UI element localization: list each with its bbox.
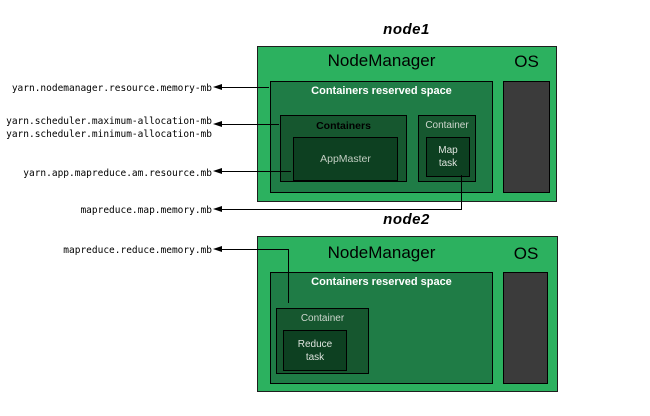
arrow-left-icon — [213, 168, 222, 174]
cfg-label-map-memory: mapreduce.map.memory.mb — [80, 205, 212, 216]
node1-map-task-box: Map task — [426, 137, 470, 177]
node1-reserved-space-label: Containers reserved space — [311, 85, 452, 97]
appmaster-label: AppMaster — [320, 152, 371, 165]
node1-containers-label: Containers — [316, 120, 371, 132]
arrow-left-icon — [213, 84, 222, 90]
arrow-left-icon — [213, 121, 222, 127]
cfg-label-scheduler-minimum: yarn.scheduler.minimum-allocation-mb — [6, 129, 212, 140]
line-reduce-memory-vertical — [288, 249, 289, 303]
map-task-label: Map task — [438, 145, 458, 169]
node1-appmaster-box: AppMaster — [293, 137, 398, 181]
node1-os-memory-box — [503, 81, 550, 193]
node2-box: NodeManager OS Containers reserved space… — [257, 236, 558, 392]
line-map-memory-horizontal — [221, 209, 462, 210]
node2-reduce-task-box: Reduce task — [283, 330, 347, 371]
node1-os-label: OS — [514, 52, 539, 71]
node1-box: NodeManager OS Containers reserved space… — [257, 46, 557, 202]
line-scheduler-allocation — [221, 124, 279, 125]
node1-nodemanager-label: NodeManager — [327, 51, 436, 70]
cfg-label-am-resource: yarn.app.mapreduce.am.resource.mb — [23, 168, 212, 179]
cfg-label-reduce-memory: mapreduce.reduce.memory.mb — [63, 245, 212, 256]
node2-containers-reserved-space-box: Containers reserved space Container Redu… — [270, 272, 493, 384]
line-reduce-memory-horizontal — [221, 249, 289, 250]
node2-title: node2 — [383, 211, 430, 228]
node1-container-label: Container — [425, 120, 469, 131]
node2-os-label: OS — [513, 244, 539, 263]
node1-container-box: Container Map task — [418, 115, 476, 182]
line-am-resource — [221, 171, 291, 172]
node1-title: node1 — [383, 21, 430, 38]
node1-containers-box: Containers AppMaster — [280, 115, 407, 182]
cfg-label-nodemanager-resource-memory: yarn.nodemanager.resource.memory-mb — [11, 83, 212, 94]
reduce-task-label: Reduce task — [297, 338, 333, 363]
node2-container-label: Container — [300, 313, 345, 324]
arrow-left-icon — [213, 206, 222, 212]
node2-os-memory-box — [503, 272, 548, 384]
line-nodemanager-memory — [221, 87, 269, 88]
node2-container-box: Container Reduce task — [276, 308, 369, 374]
node2-reserved-space-label: Containers reserved space — [311, 276, 452, 288]
arrow-left-icon — [213, 246, 222, 252]
line-map-memory-vertical — [461, 175, 462, 210]
cfg-label-scheduler-maximum: yarn.scheduler.maximum-allocation-mb — [6, 116, 212, 127]
node1-containers-reserved-space-box: Containers reserved space Containers App… — [270, 81, 493, 193]
node2-nodemanager-label: NodeManager — [327, 243, 436, 262]
cfg-label-scheduler-allocation: yarn.scheduler.maximum-allocation-mb yar… — [6, 115, 212, 141]
